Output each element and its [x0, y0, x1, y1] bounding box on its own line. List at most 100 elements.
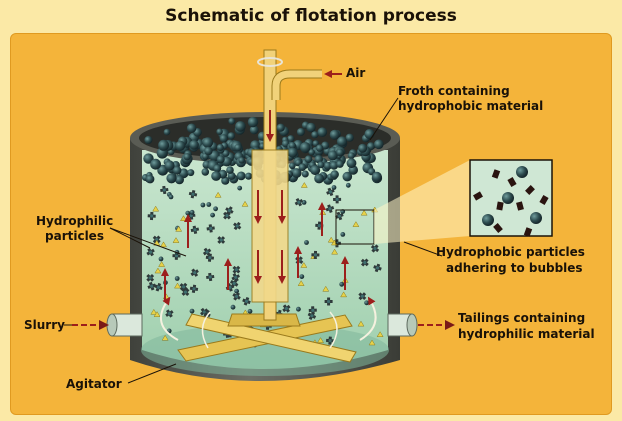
froth-bubble — [276, 123, 285, 132]
hydrophilic-particle — [154, 282, 163, 292]
label-tailings-2: hydrophilic material — [458, 327, 595, 341]
rising-bubble — [340, 232, 346, 237]
froth-bubble — [158, 139, 170, 151]
hydrophilic-particle — [160, 241, 167, 248]
froth-bubble — [323, 161, 332, 170]
froth-bubble — [329, 129, 340, 140]
rising-bubble — [364, 300, 369, 306]
hydrophilic-particle — [373, 263, 382, 273]
hydrophilic-particle — [357, 320, 365, 327]
label-slurry: Slurry — [24, 318, 65, 332]
hydrophilic-particle — [152, 235, 161, 244]
froth-bubble — [371, 171, 382, 182]
froth-bubble — [221, 176, 230, 185]
froth-bubble — [289, 162, 296, 170]
inset-particle — [525, 185, 535, 195]
hydrophilic-particle — [189, 284, 199, 293]
froth-bubble — [304, 155, 313, 163]
hydrophilic-particle — [172, 237, 180, 243]
hydrophilic-particle — [205, 253, 215, 262]
hydrophilic-particle — [231, 273, 240, 282]
froth-bubble — [345, 133, 354, 142]
hydrophilic-particle — [165, 309, 174, 318]
rising-bubble — [189, 209, 195, 215]
froth-bubble — [238, 157, 245, 164]
rising-bubble — [301, 200, 307, 205]
froth-bubble — [204, 146, 213, 156]
hydrophilic-particle — [324, 297, 333, 306]
label-agitator: Agitator — [66, 377, 122, 391]
froth-bubble — [211, 171, 222, 181]
hydrophilic-particle — [181, 288, 190, 297]
hydrophilic-particle — [376, 331, 384, 337]
hydrophilic-particle — [147, 211, 156, 221]
froth-bubble — [317, 127, 328, 137]
hydrophilic-particle — [322, 285, 330, 292]
froth-bubble — [216, 155, 225, 164]
rising-bubble — [345, 182, 351, 188]
rising-bubble — [168, 194, 174, 200]
hydrophilic-particle — [190, 225, 200, 235]
inset-particle — [516, 201, 524, 211]
froth-bubble — [311, 131, 319, 139]
hydrophilic-particle — [311, 250, 320, 259]
froth-bubble — [308, 149, 315, 156]
rising-bubble — [339, 281, 345, 287]
froth-bubble — [228, 117, 236, 125]
froth-bubble — [306, 122, 316, 133]
rising-bubble — [206, 202, 212, 207]
hydrophilic-particle — [160, 185, 169, 195]
froth-bubble — [298, 163, 307, 171]
rising-bubble — [296, 306, 301, 312]
hydrophilic-particle — [326, 336, 335, 345]
froth-bubbles — [141, 116, 384, 186]
froth-bubble — [227, 132, 235, 140]
hydrophilic-particle — [335, 211, 344, 221]
inset-particle — [507, 177, 517, 187]
hydrophilic-particle — [360, 209, 368, 216]
froth-bubble — [202, 137, 214, 148]
hydrophilic-particle — [233, 221, 242, 231]
inset-particle — [493, 223, 503, 233]
froth-bubble — [314, 173, 324, 184]
froth-bubble — [300, 142, 311, 153]
hydrophilic-particle — [331, 248, 339, 255]
froth-bubble — [374, 139, 384, 150]
hydrophilic-particle — [358, 292, 367, 301]
hydrophilic-particle — [152, 205, 160, 212]
rising-bubble — [234, 288, 240, 294]
label-hydrophilic-1: Hydrophilic — [36, 214, 114, 228]
froth-bubble — [222, 149, 230, 157]
hydrophilic-particle — [370, 244, 380, 253]
froth-bubble — [330, 170, 339, 179]
froth-bubble — [312, 140, 319, 147]
froth-bubble — [342, 171, 353, 182]
froth-bubble — [164, 160, 175, 171]
hydrophilic-particle — [242, 297, 251, 306]
upward-flow-arrows — [161, 202, 349, 300]
froth-bubble — [291, 168, 302, 178]
rising-bubble — [304, 240, 309, 245]
froth-bubble — [216, 128, 223, 135]
label-hydrophilic-2: particles — [45, 229, 104, 243]
inset-particle — [523, 227, 533, 237]
inset-particle — [491, 169, 501, 179]
rising-bubble — [247, 308, 253, 314]
hydrophilic-particle — [190, 268, 199, 277]
inset-particle — [473, 191, 483, 201]
hydrophilic-particle — [154, 267, 162, 274]
hydrophilic-particle — [360, 258, 369, 267]
inset-particle — [539, 195, 549, 205]
rising-bubble — [331, 185, 337, 190]
hydrophilic-particle — [200, 307, 209, 317]
hydrophilic-particle — [153, 311, 161, 317]
hydrophilic-particle — [161, 334, 169, 341]
leader-lines — [64, 97, 443, 384]
label-froth-1: Froth containing — [398, 84, 510, 98]
froth-bubble — [245, 172, 253, 180]
label-tailings-1: Tailings containing — [458, 311, 586, 325]
hydrophilic-particle — [225, 206, 234, 215]
hydrophilic-particle — [232, 265, 241, 274]
hydrophilic-particle — [232, 292, 241, 301]
